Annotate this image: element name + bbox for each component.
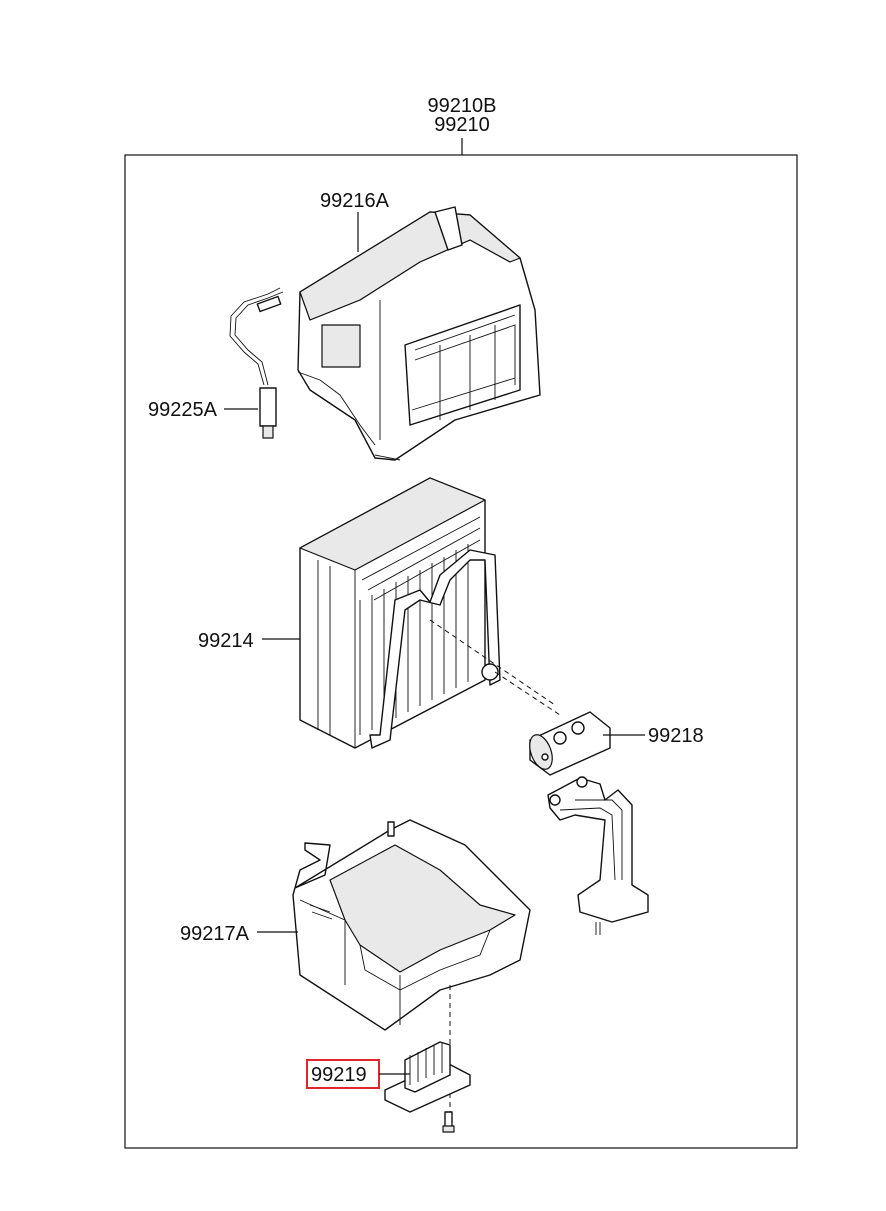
part-label-99216A: 99216A <box>320 190 390 212</box>
upper-case-drawing <box>297 206 541 461</box>
evaporator-drawing <box>299 477 501 749</box>
lower-case-drawing <box>292 819 531 1031</box>
part-label-99225A: 99225A <box>148 399 218 421</box>
assembly-label-2: 99210 <box>434 114 490 136</box>
part-label-99214: 99214 <box>198 630 254 652</box>
assembly-frame <box>124 154 798 1149</box>
sensor-drawing <box>229 287 284 439</box>
expansion-valve-drawing <box>529 711 611 776</box>
valve-dash-line-1 <box>429 619 556 706</box>
pipe-assembly-drawing <box>547 776 649 935</box>
part-label-99217A: 99217A <box>180 923 250 945</box>
valve-dash-line-2 <box>494 671 561 716</box>
part-label-99218: 99218 <box>648 725 704 747</box>
resistor-drawing <box>384 1041 471 1133</box>
assembly-label-1: 99210B <box>428 95 497 117</box>
part-label-99219[interactable]: 99219 <box>311 1064 367 1086</box>
